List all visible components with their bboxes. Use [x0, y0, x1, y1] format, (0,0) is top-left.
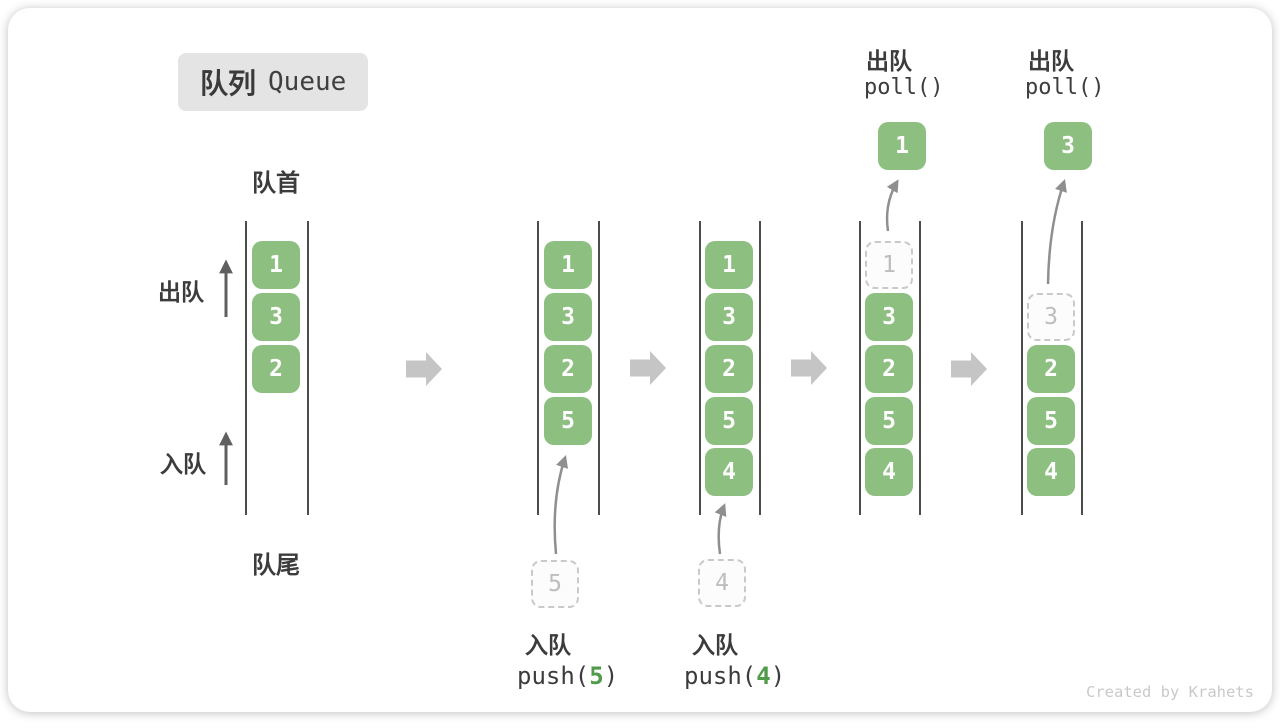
flow-arrow-icon [951, 352, 987, 386]
title-badge: 队列 Queue [178, 53, 369, 111]
queue-element: 5 [544, 397, 592, 445]
queue1-rail-left [245, 221, 247, 515]
incoming-element: 4 [698, 559, 746, 607]
code-poll1: poll() [864, 75, 944, 100]
queue-element: 3 [544, 293, 592, 341]
queue1-rail-right [307, 221, 309, 515]
queue5-rail-left [1021, 221, 1023, 515]
queue5-rail-right [1081, 221, 1083, 515]
queue4-rail-left [859, 221, 861, 515]
queue2-rail-right [598, 221, 600, 515]
queue-element: 2 [865, 345, 913, 393]
code-push5-pre: push( [517, 662, 590, 690]
code-poll2: poll() [1025, 75, 1105, 100]
label-enqueue-side: 入队 [160, 451, 206, 477]
queue-element: 4 [865, 448, 913, 496]
polled-element: 3 [1044, 122, 1092, 170]
label-dequeue-op-2: 出队 [1028, 48, 1074, 74]
queue4-rail-right [919, 221, 921, 515]
queue-element: 3 [252, 293, 300, 341]
queue-element: 2 [252, 345, 300, 393]
label-dequeue-side: 出队 [158, 279, 204, 305]
queue-element: 1 [705, 241, 753, 289]
code-push4-arg: 4 [756, 662, 771, 690]
queue-element: 3 [865, 293, 913, 341]
dequeue-pointer-arrow-icon [1046, 179, 1067, 285]
label-enqueue-op-2: 入队 [692, 632, 738, 658]
queue-element: 1 [544, 241, 592, 289]
flow-arrow-icon [791, 351, 827, 385]
enqueue-pointer-arrow-icon [714, 503, 727, 555]
removed-element-slot: 1 [865, 241, 913, 289]
watermark: Created by Krahets [1086, 683, 1254, 701]
queue3-rail-right [759, 221, 761, 515]
dequeue-pointer-arrow-icon [885, 179, 899, 232]
code-push5: push(5) [517, 662, 618, 690]
label-dequeue-op-1: 出队 [866, 48, 912, 74]
flow-arrow-icon [630, 351, 666, 385]
queue-element: 5 [705, 397, 753, 445]
incoming-element: 5 [531, 560, 579, 608]
title-en: Queue [268, 67, 347, 97]
label-queue-front: 队首 [252, 170, 300, 197]
arrows-overlay [219, 179, 1067, 555]
queue-element: 2 [1027, 345, 1075, 393]
label-enqueue-op-1: 入队 [525, 632, 571, 658]
queue3-rail-left [699, 221, 701, 515]
queue-element: 2 [544, 345, 592, 393]
polled-element: 1 [878, 122, 926, 170]
queue-element: 5 [1027, 397, 1075, 445]
queue-element: 4 [705, 448, 753, 496]
code-push5-post: ) [603, 662, 619, 690]
flow-arrow-icon [406, 352, 442, 386]
code-push5-arg: 5 [589, 662, 604, 690]
removed-element-slot: 3 [1027, 293, 1075, 341]
enqueue-pointer-arrow-icon [553, 455, 568, 555]
title-cjk: 队列 [200, 68, 257, 99]
diagram-canvas: 队列 Queue 队首 队尾 出队 入队 1 3 2 1 3 2 5 5 1 3… [8, 8, 1272, 712]
queue-element: 5 [865, 397, 913, 445]
code-push4-pre: push( [684, 662, 757, 690]
queue2-rail-left [537, 221, 539, 515]
queue-element: 1 [252, 241, 300, 289]
code-push4: push(4) [684, 662, 785, 690]
queue-element: 2 [705, 345, 753, 393]
queue-element: 3 [705, 293, 753, 341]
queue-element: 4 [1027, 448, 1075, 496]
label-queue-rear: 队尾 [252, 552, 300, 579]
code-push4-post: ) [770, 662, 786, 690]
